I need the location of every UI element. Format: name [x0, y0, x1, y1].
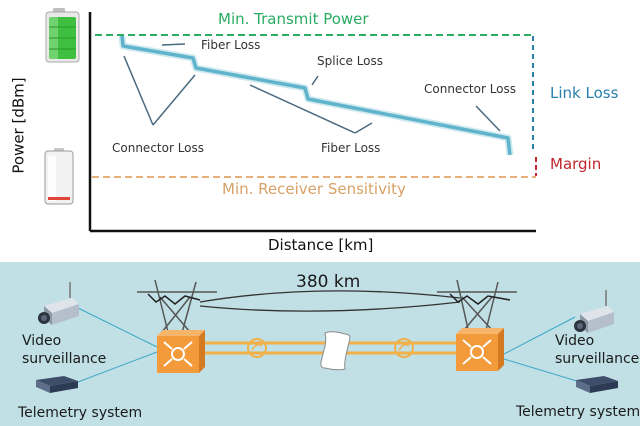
splice-loss-label: Splice Loss — [317, 54, 384, 68]
y-axis-label: Power [dBm] — [9, 77, 28, 174]
camera-left-icon — [38, 282, 79, 325]
connector-loss-left-leader-a — [123, 55, 154, 126]
link-right-telemetry — [503, 358, 581, 383]
fiber-loss-bottom-label: Fiber Loss — [321, 141, 381, 155]
right-camera-label-line2: surveillance — [555, 351, 640, 367]
chart-graphics — [44, 8, 537, 233]
distance-break-icon — [320, 331, 351, 371]
link-left-camera — [77, 307, 158, 348]
left-camera-label-line1: Video — [22, 333, 62, 349]
power-budget-chart: Power [dBm] Distance [km] Min. Transmit … — [9, 8, 619, 254]
x-axis-label: Distance [km] — [268, 236, 374, 254]
power-loss-line-core — [120, 35, 512, 156]
right-camera-label-line1: Video — [555, 333, 595, 349]
repeater-left-icon — [247, 338, 267, 358]
network-graphics — [36, 279, 618, 393]
connector-loss-left-label: Connector Loss — [112, 141, 205, 155]
fiber-loss-top-label: Fiber Loss — [201, 38, 261, 52]
left-telemetry-label: Telemetry system — [18, 405, 143, 421]
distance-label: 380 km — [296, 272, 361, 292]
telemetry-left-icon — [36, 376, 78, 393]
fiber-loss-top-leader — [161, 43, 186, 46]
fiber-loss-bottom-leader-a — [249, 84, 356, 134]
repeater-right-icon — [394, 338, 414, 358]
camera-right-icon — [574, 290, 614, 333]
splice-loss-leader — [311, 75, 319, 86]
switch-node-right-icon — [456, 328, 504, 371]
overhead-cable-top — [199, 290, 461, 303]
link-left-telemetry — [77, 351, 158, 383]
receiver-threshold-label: Min. Receiver Sensitivity — [222, 180, 406, 198]
switch-node-left-icon — [157, 330, 205, 373]
telemetry-right-icon — [576, 376, 618, 393]
connector-loss-right-label: Connector Loss — [424, 82, 517, 96]
link-right-camera — [503, 316, 576, 355]
link-loss-label: Link Loss — [550, 84, 619, 102]
network-diagram: 380 km Video surveillance Telemetry syst… — [0, 262, 640, 426]
connector-loss-left-leader-b — [152, 74, 196, 126]
fiber-loss-bottom-leader-b — [354, 122, 373, 134]
connector-loss-right-leader — [475, 105, 501, 132]
right-telemetry-label: Telemetry system — [516, 404, 640, 420]
battery-empty-icon — [44, 148, 74, 205]
margin-label: Margin — [550, 155, 602, 173]
left-camera-label-line2: surveillance — [22, 351, 107, 367]
battery-full-icon — [45, 8, 80, 63]
overhead-cable-bottom — [199, 301, 461, 312]
transmit-threshold-label: Min. Transmit Power — [218, 10, 369, 28]
